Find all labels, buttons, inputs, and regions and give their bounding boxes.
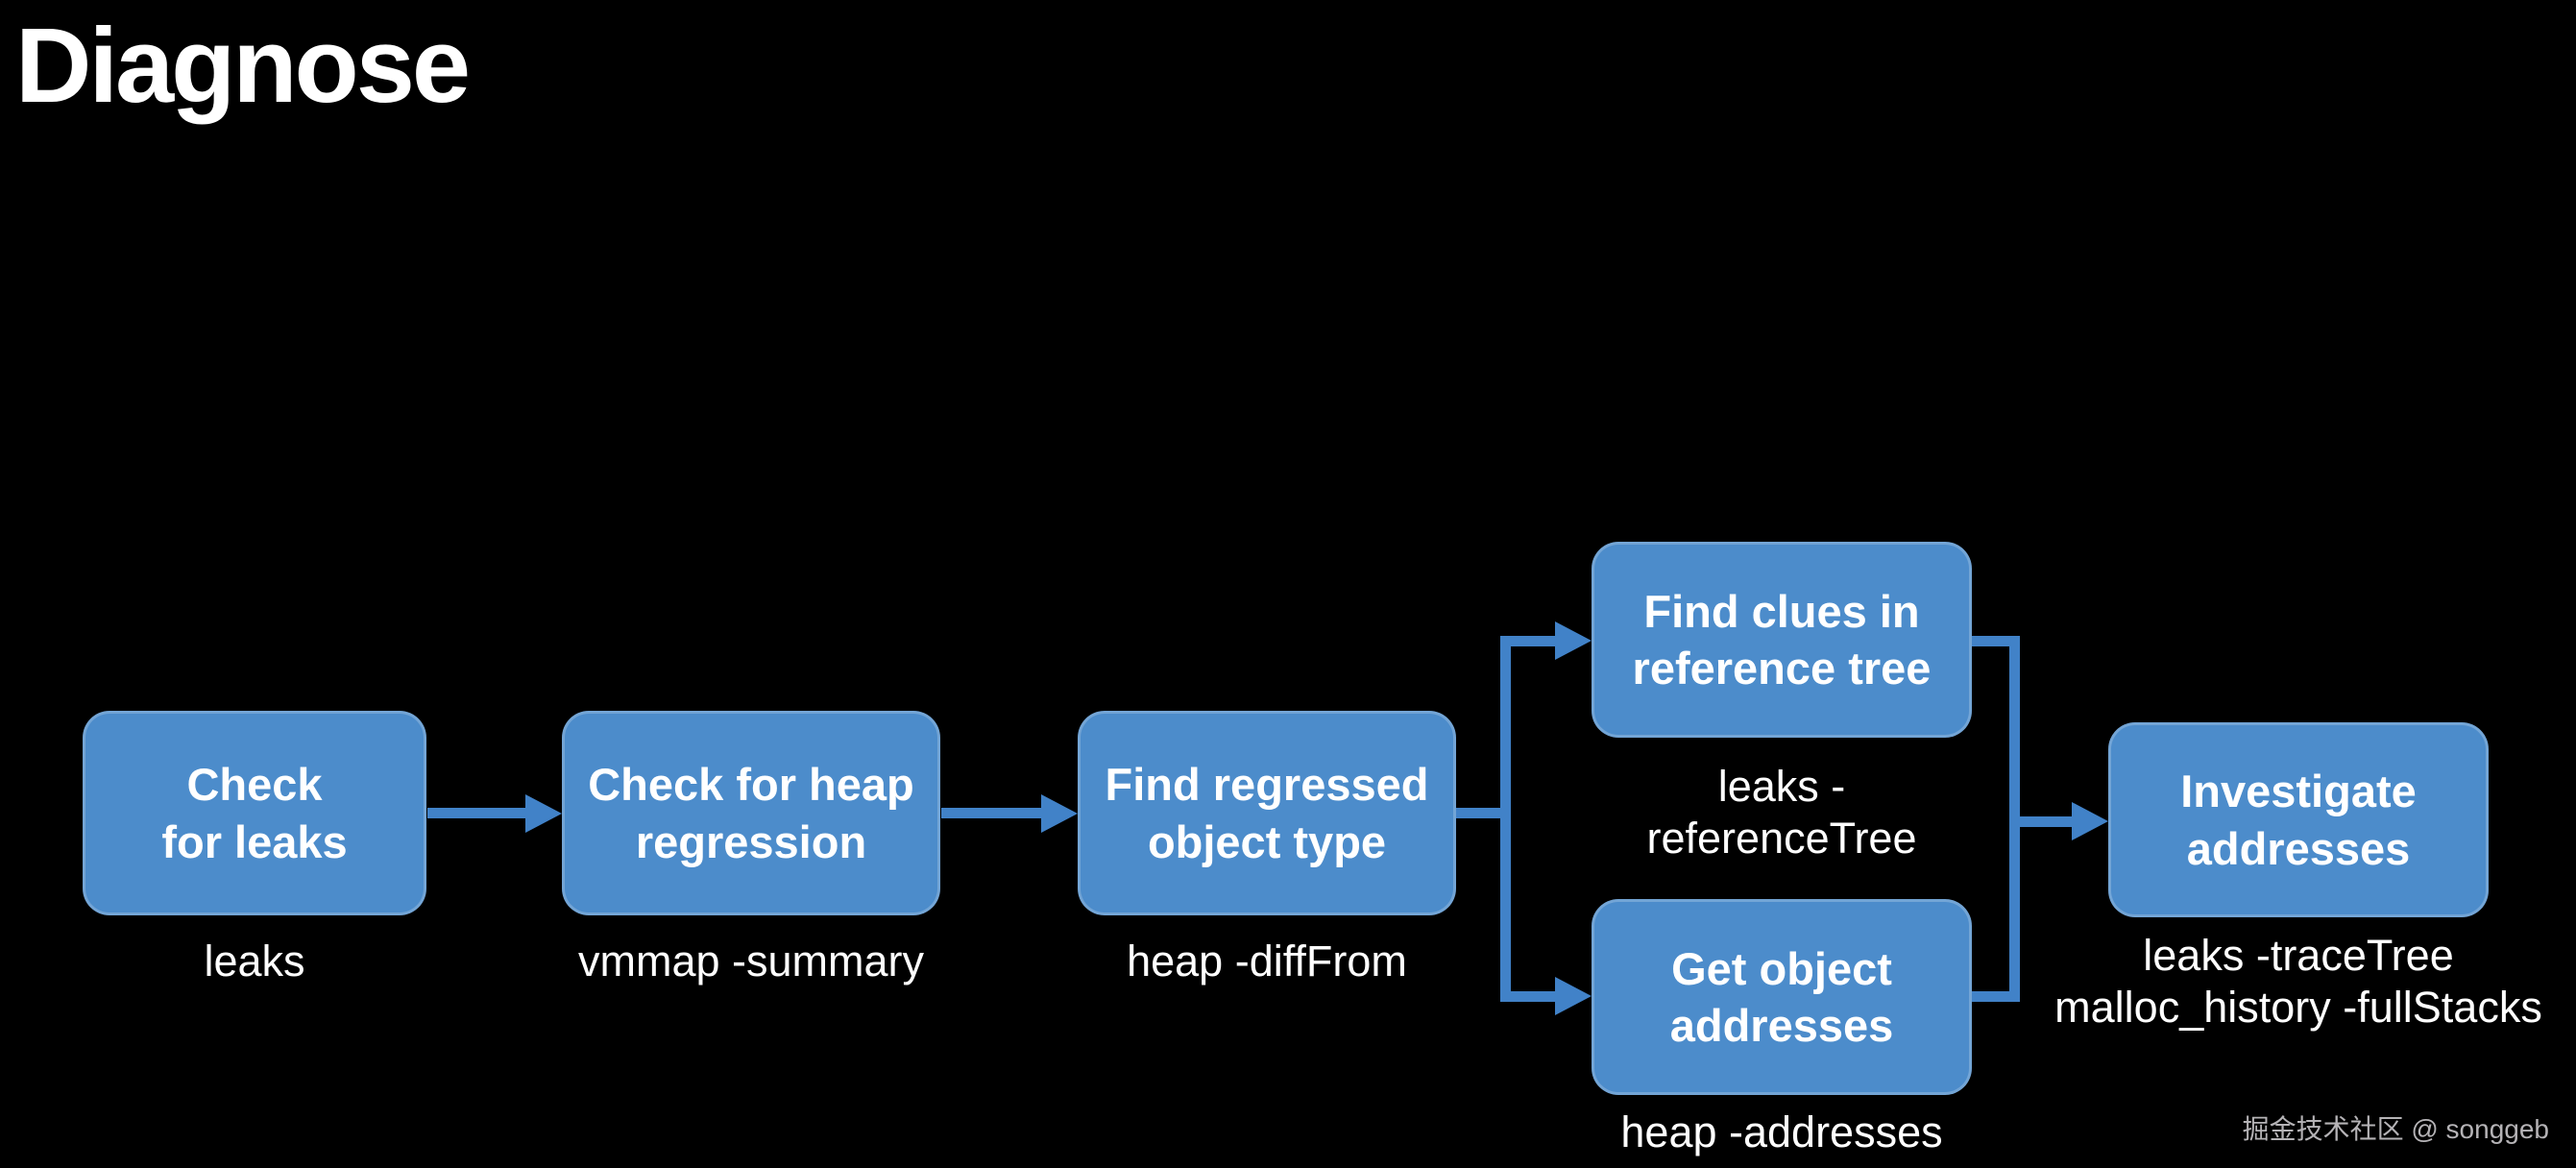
command-label-heap-difffrom: heap -diffFrom (1127, 937, 1407, 986)
node-get-object-addresses: Get object addresses (1592, 899, 1972, 1095)
node-get-object-addresses-label: Get object addresses (1669, 942, 1894, 1051)
node-find-clues-ref-tree-label: Find clues in reference tree (1632, 585, 1932, 694)
arrow-to-investigate-shaft (2009, 816, 2074, 827)
arrow-to-get-addresses-head-icon (1555, 977, 1592, 1015)
node-check-heap-regression-label: Check for heap regression (588, 759, 914, 867)
node-investigate-addresses: Investigate addresses (2108, 722, 2489, 917)
node-find-regressed-type: Find regressed object type (1078, 711, 1456, 915)
arrow-to-investigate-head-icon (2072, 802, 2108, 840)
branch-top-shaft (1500, 636, 1555, 646)
node-check-for-leaks: Check for leaks (83, 711, 426, 915)
branch-bottom-shaft (1500, 991, 1555, 1002)
command-label-heap-addresses: heap -addresses (1620, 1107, 1943, 1156)
command-label-leaks-tracetree-mallochistory: leaks -traceTree malloc_history -fullSta… (2054, 931, 2542, 1032)
watermark: 掘金技术社区 @ songgeb (2242, 1114, 2549, 1144)
node-check-for-leaks-label: Check for leaks (161, 759, 348, 867)
command-label-leaks-referencetree: leaks -referenceTree (1646, 762, 1917, 863)
arrow-heap-regression-to-find-regressed-shaft (941, 808, 1043, 818)
slide-title: Diagnose (15, 7, 471, 125)
arrow-to-find-clues-head-icon (1555, 621, 1592, 660)
merge-top-segment (1972, 636, 2020, 646)
merge-bottom-segment (1972, 991, 2020, 1002)
arrow-leaks-to-heap-regression-head-icon (525, 794, 562, 833)
node-find-regressed-type-label: Find regressed object type (1105, 759, 1429, 867)
command-label-leaks: leaks (204, 937, 305, 986)
node-check-heap-regression: Check for heap regression (562, 711, 940, 915)
node-investigate-addresses-label: Investigate addresses (2180, 766, 2417, 874)
command-label-vmmap-summary: vmmap -summary (577, 937, 925, 986)
branch-vertical-segment (1500, 636, 1511, 1002)
arrow-heap-regression-to-find-regressed-head-icon (1041, 794, 1078, 833)
arrow-leaks-to-heap-regression-shaft (427, 808, 527, 818)
node-find-clues-ref-tree: Find clues in reference tree (1592, 542, 1972, 738)
branch-stem-segment (1456, 808, 1511, 818)
